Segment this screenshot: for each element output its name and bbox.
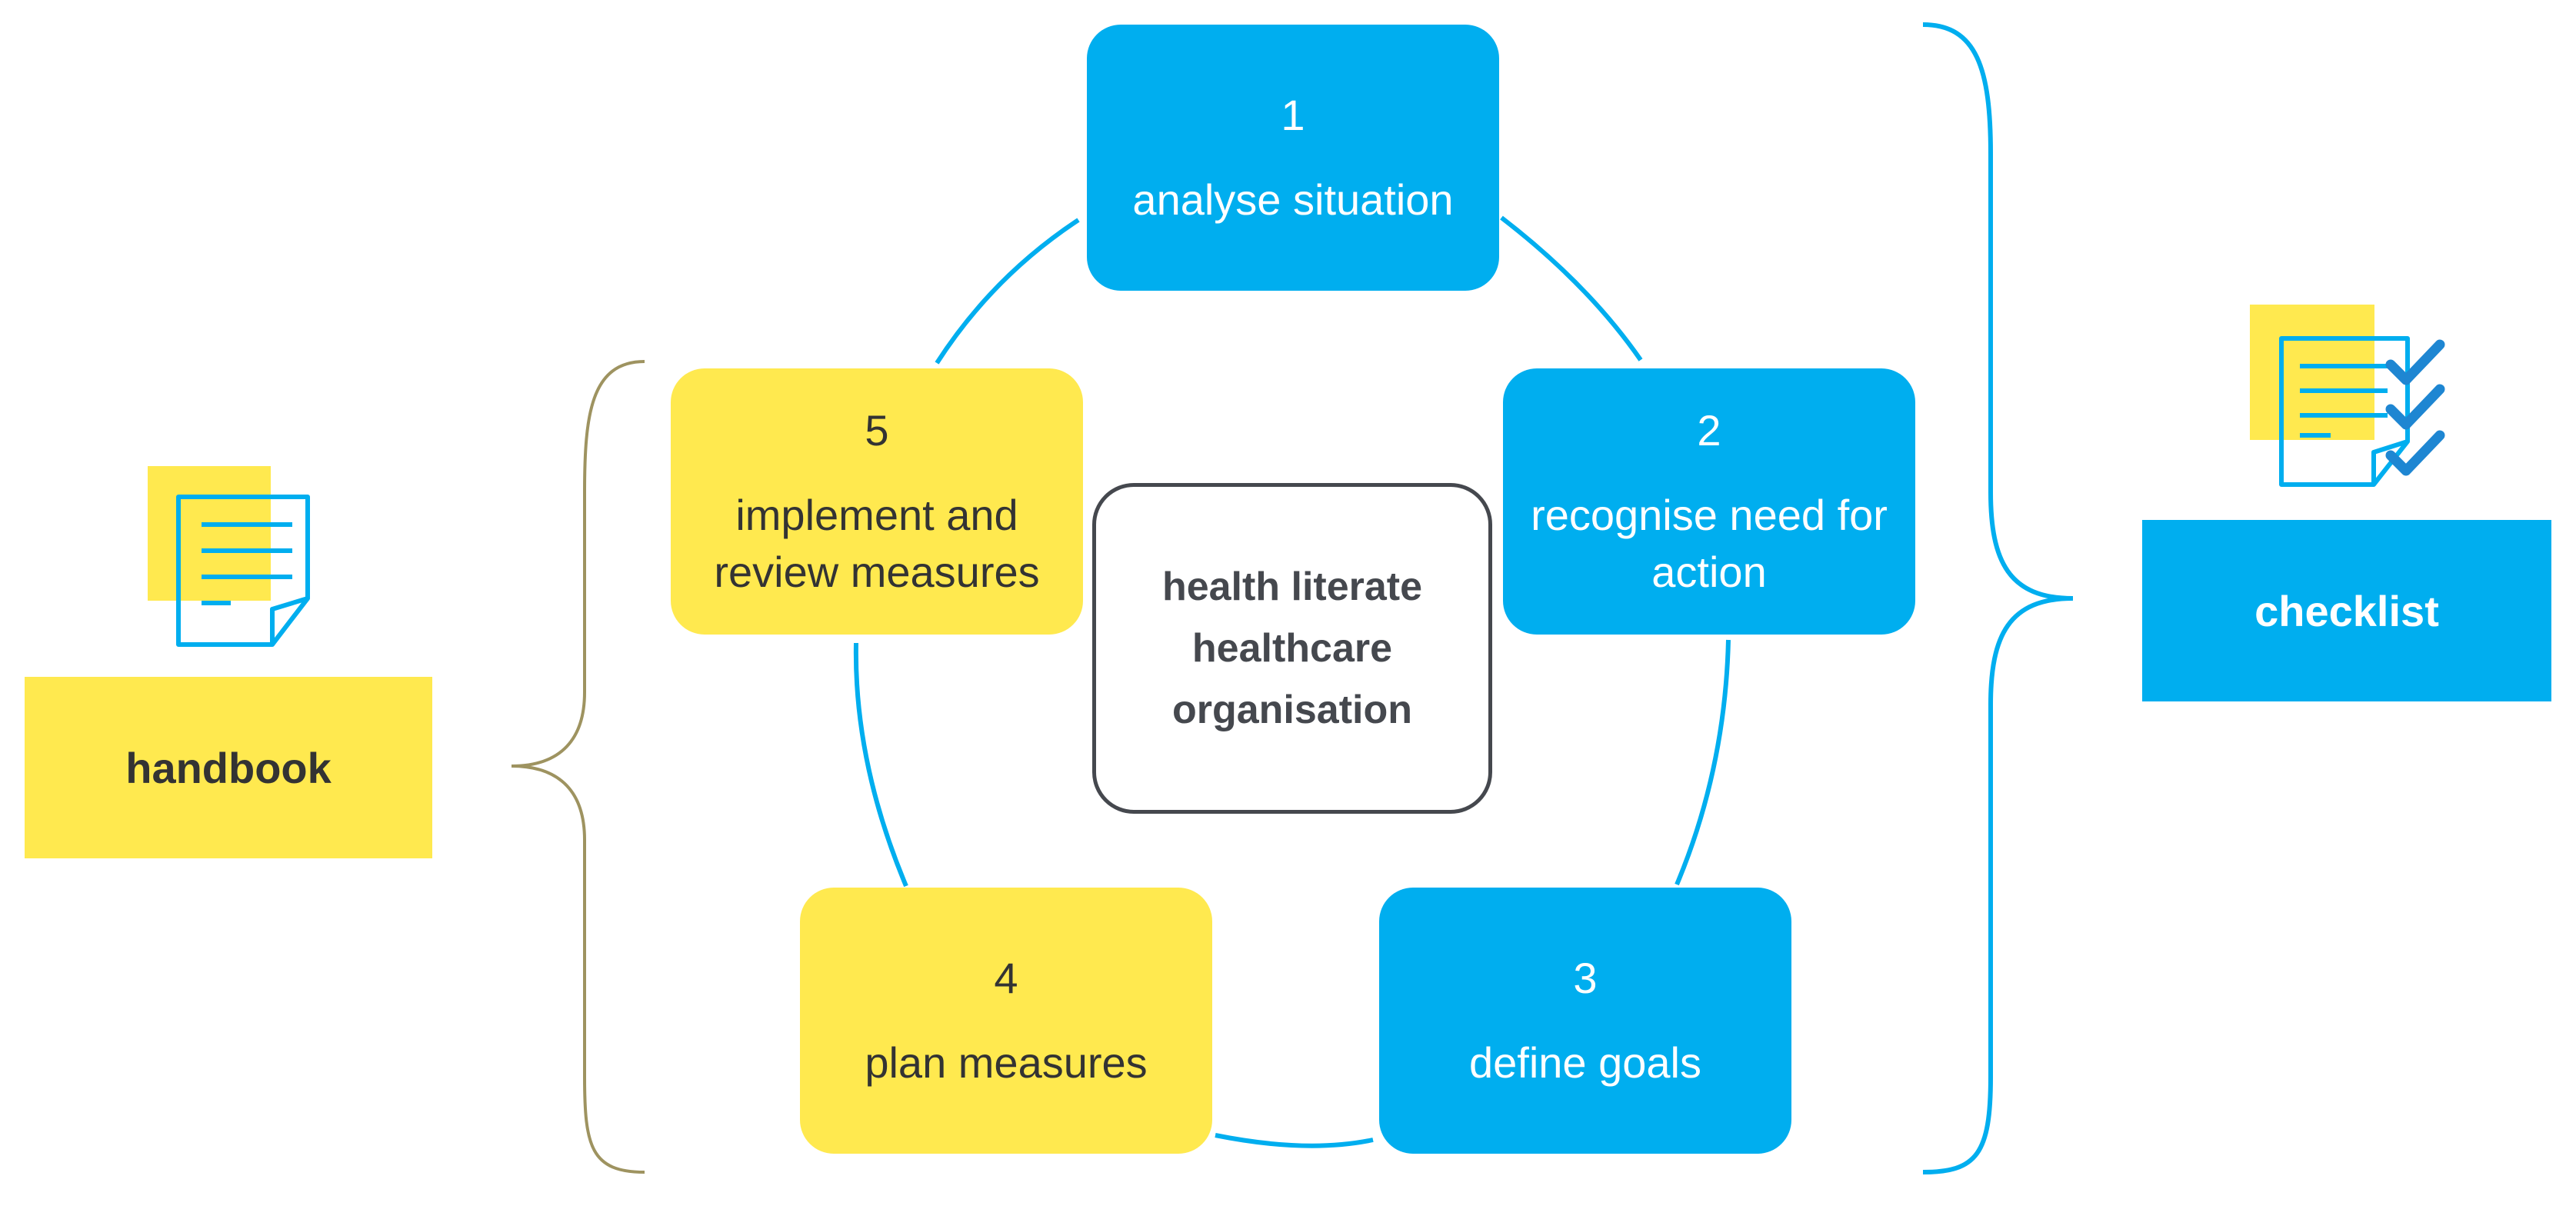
connector-2-3: [1675, 639, 1731, 886]
step-5-label: implement and review measures: [714, 491, 1040, 596]
step-2-label: recognise need for action: [1531, 491, 1888, 596]
step-2-number: 2: [1697, 406, 1721, 455]
connector-4-5: [853, 642, 908, 888]
center-label: health literate healthcare organisation: [1162, 556, 1422, 741]
checklist-bracket: [1922, 22, 2074, 1174]
handbook-box: handbook: [25, 677, 432, 858]
center-line-1: health literate: [1161, 565, 1423, 609]
handbook-label: handbook: [125, 743, 332, 792]
step-3-box: 3 define goals: [1379, 888, 1791, 1154]
step-4-box: 4 plan measures: [800, 888, 1212, 1154]
connector-1-2: [1500, 215, 1643, 361]
connector-5-1: [935, 218, 1080, 365]
step-1-number: 1: [1281, 91, 1305, 139]
center-line-2: healthcare: [1191, 626, 1393, 671]
document-icon: [148, 466, 310, 647]
step-5-box: 5 implement and review measures: [671, 368, 1083, 635]
step-5-number: 5: [865, 406, 889, 455]
handbook-bracket: [511, 360, 645, 1174]
step-3-label: define goals: [1468, 1038, 1701, 1087]
step-3-number: 3: [1573, 954, 1598, 1002]
checklist-box: checklist: [2142, 520, 2551, 701]
center-organisation-box: health literate healthcare organisation: [1092, 483, 1492, 814]
connector-3-4: [1215, 1133, 1374, 1148]
step-4-number: 4: [994, 954, 1018, 1002]
step-1-label: analyse situation: [1132, 175, 1454, 224]
center-line-3: organisation: [1171, 688, 1412, 732]
step-2-box: 2 recognise need for action: [1503, 368, 1915, 635]
checklist-icon: [2250, 305, 2445, 487]
step-1-box: 1 analyse situation: [1087, 25, 1499, 291]
checklist-label: checklist: [2254, 586, 2439, 635]
step-4-label: plan measures: [865, 1038, 1148, 1087]
